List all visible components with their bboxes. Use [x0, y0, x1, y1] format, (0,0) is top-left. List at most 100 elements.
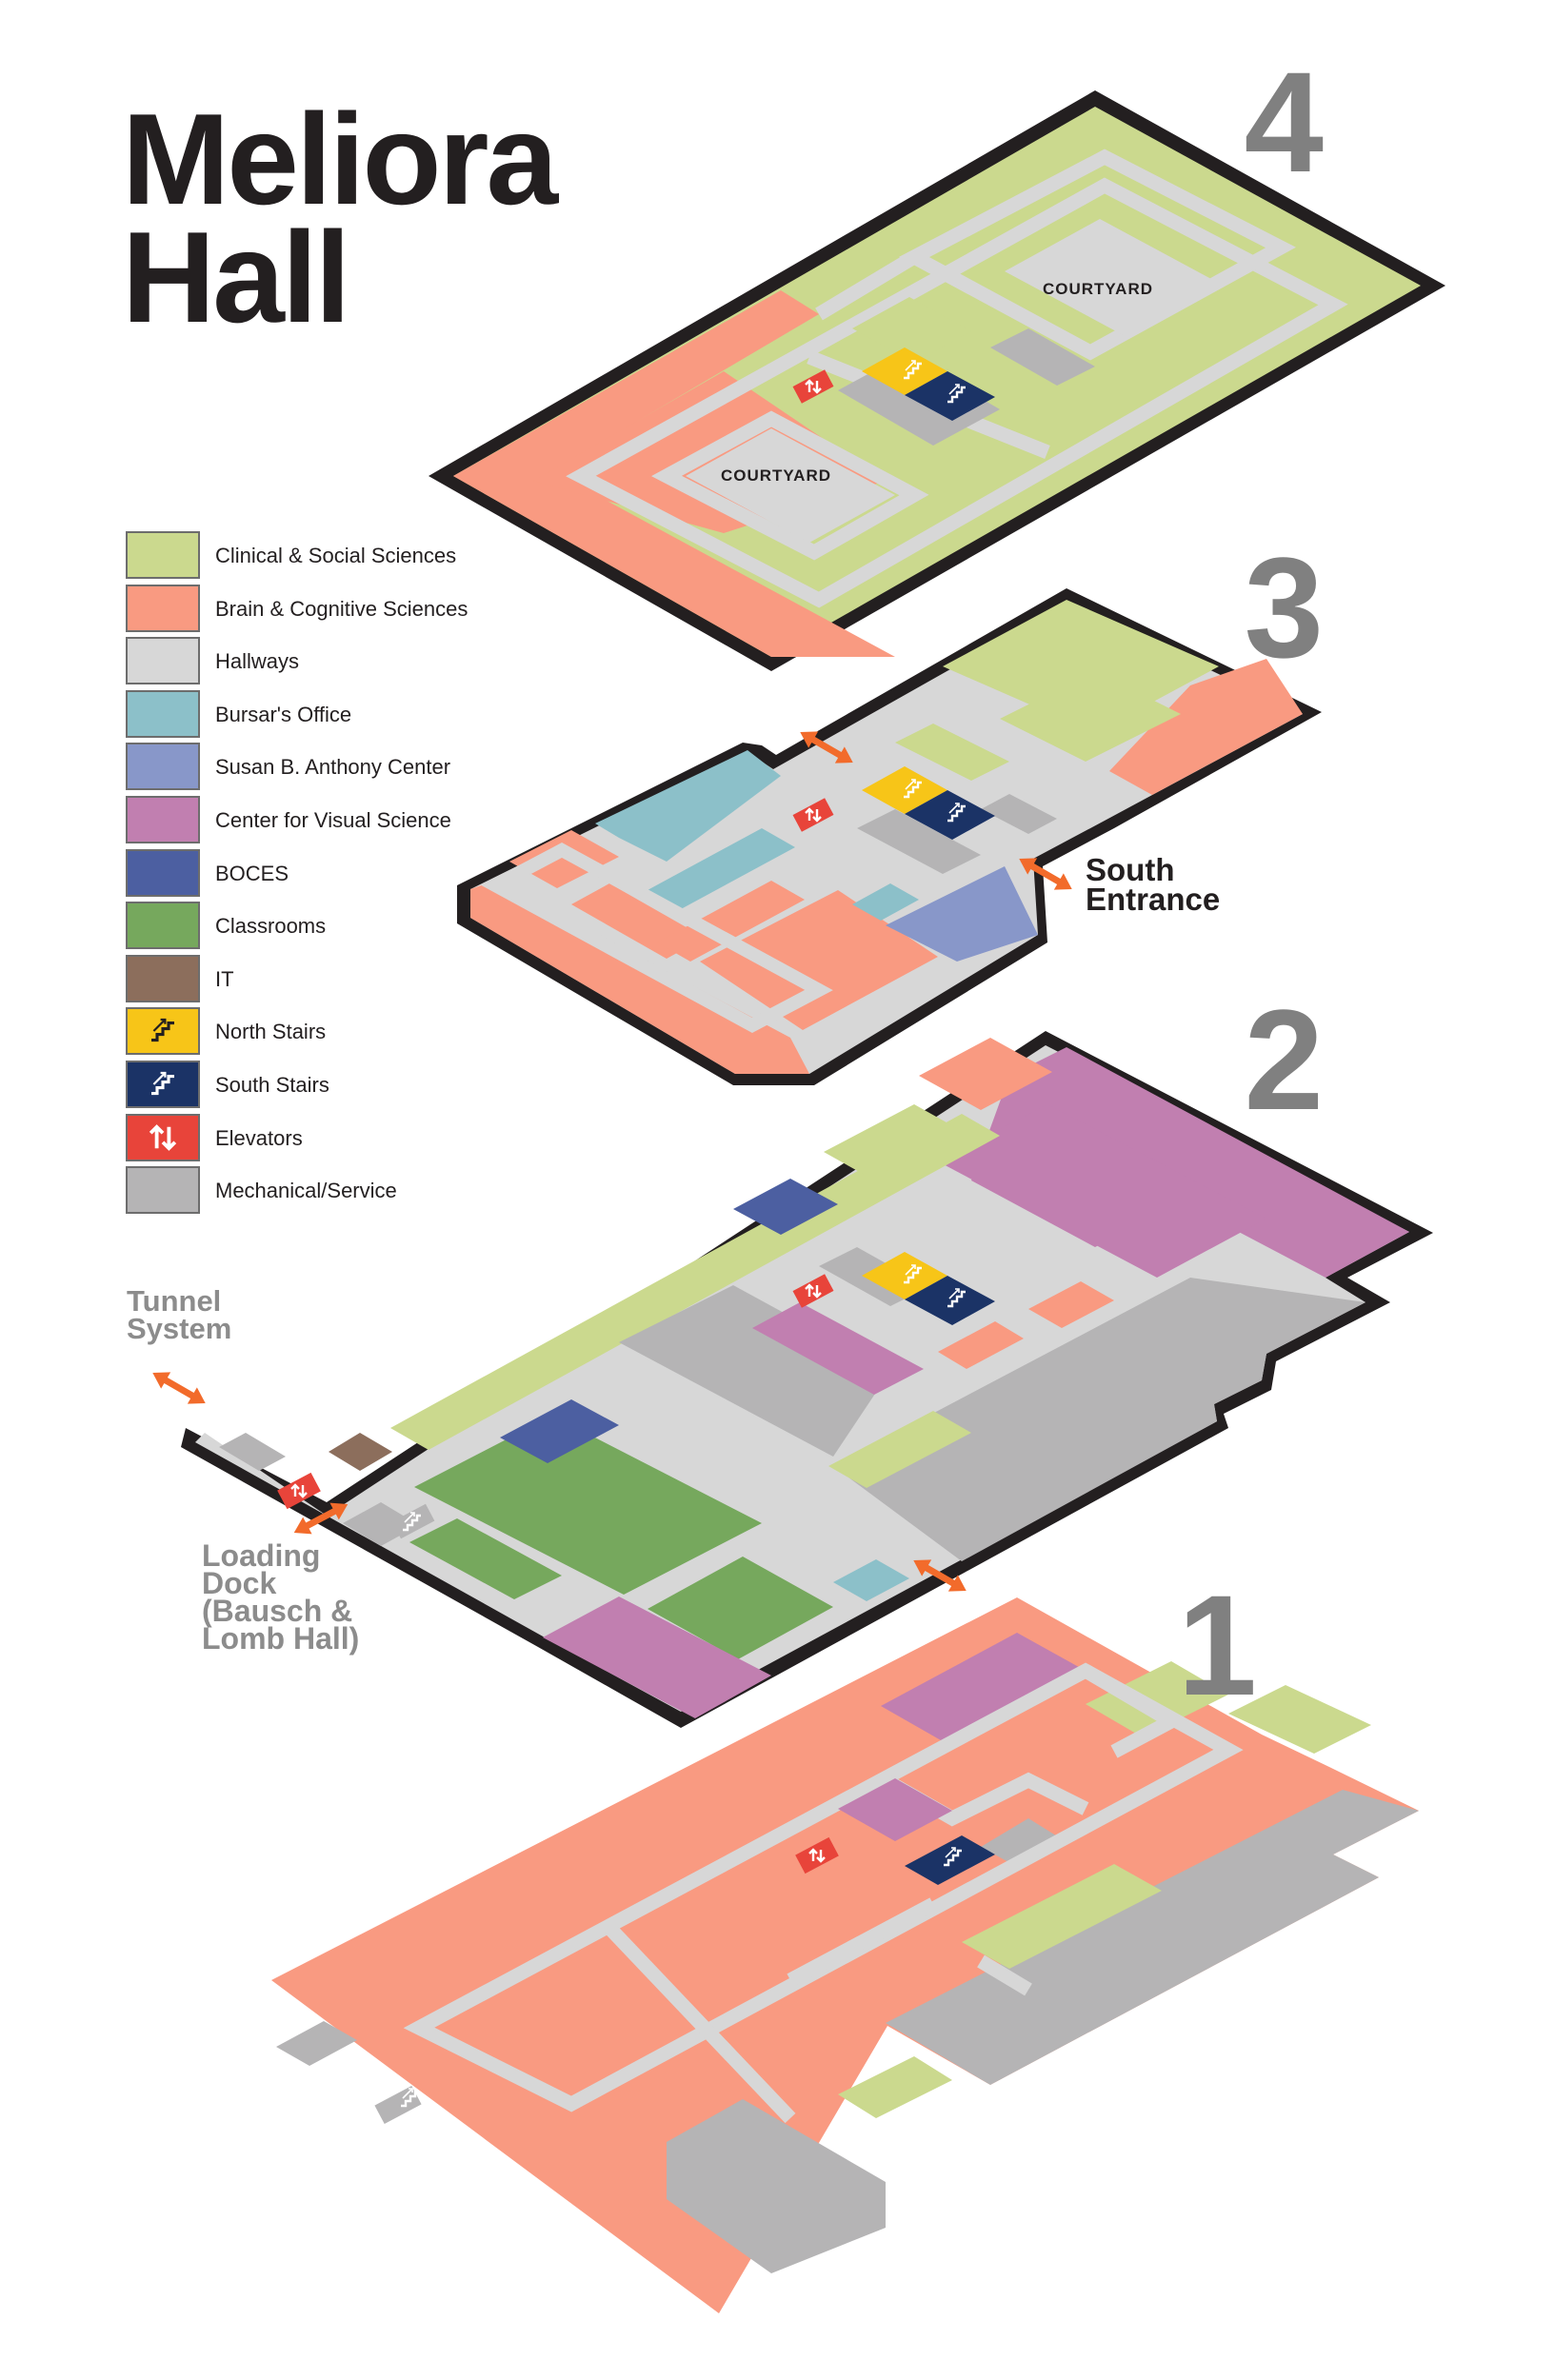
floor-2-number: 2 — [1245, 980, 1324, 1140]
floor-1-clinical-sw — [838, 2056, 952, 2118]
floor-2-cvs-south — [543, 1597, 771, 1718]
loading-dock-label: Loading Dock (Bausch & Lomb Hall) — [202, 1538, 361, 1656]
floor-2-elevator — [792, 1274, 834, 1308]
floor-2-classroom-s — [648, 1557, 833, 1659]
legend-swatch — [126, 848, 200, 897]
south-entrance-line-1: South — [1086, 852, 1174, 887]
legend-label: South Stairs — [215, 1072, 329, 1097]
floor-4-hallways — [566, 149, 1348, 608]
loading-line-3: (Bausch & — [202, 1594, 352, 1628]
legend-label: Brain & Cognitive Sciences — [215, 596, 468, 621]
south-entrance-line-2: Entrance — [1086, 882, 1220, 917]
title-line-2: Hall — [122, 205, 350, 349]
floor-3-bursar-2 — [648, 828, 795, 909]
legend-swatch — [126, 743, 200, 791]
floor-1-mechanical-sw — [667, 2099, 886, 2273]
floor-3-brain-sw — [470, 881, 809, 1074]
floor-3-hall-ring — [481, 843, 833, 1033]
floor-1-clinical-mid — [962, 1864, 1162, 1969]
legend-swatch — [126, 1060, 200, 1108]
floor-1-hallways — [403, 1662, 1244, 2124]
legend-label: Classrooms — [215, 914, 327, 939]
floor-3-brain-main — [700, 890, 938, 1030]
floor-2-it — [329, 1433, 392, 1471]
floor-2-mechanical-w — [219, 1433, 286, 1471]
floor-4-clinical-inner — [852, 297, 971, 363]
legend-swatch — [126, 1113, 200, 1161]
floor-2-brain-mid — [938, 1321, 1024, 1369]
legend-swatch — [126, 954, 200, 1002]
stairs-icon — [150, 1019, 175, 1042]
floor-1-clinical-e2 — [1228, 1685, 1371, 1754]
floor-1-mechanical-w — [276, 2021, 357, 2066]
floor-2-mechanical-east — [833, 1278, 1366, 1561]
tunnel-line-2: System — [127, 1312, 231, 1345]
floor-2-tunnel-elevator — [277, 1472, 321, 1510]
floor-2-brain-e — [1028, 1281, 1114, 1328]
floor-3-brain-ne — [1109, 659, 1303, 795]
floor-3-elevator — [792, 798, 834, 832]
loading-line-4: Lomb Hall) — [202, 1621, 359, 1656]
elevator-arrows-icon — [149, 1123, 177, 1151]
courtyard-label-south: COURTYARD — [721, 466, 831, 485]
tunnel-system-label: Tunnel System — [127, 1284, 231, 1345]
courtyard-south — [686, 428, 895, 543]
legend-label: Hallways — [215, 649, 300, 674]
floor-4: COURTYARD COURTYARD 4 — [429, 42, 1445, 671]
legend-label: Mechanical/Service — [215, 1179, 397, 1203]
floor-3: 3 — [457, 527, 1324, 1085]
floor-2-boces-n — [733, 1179, 838, 1235]
floor-4-brain-west — [453, 290, 895, 657]
legend-label: Center for Visual Science — [215, 807, 451, 832]
floor-2-clinical-nw — [824, 1104, 962, 1179]
floor-3-mech-2 — [981, 794, 1057, 834]
courtyard-north — [1005, 219, 1224, 338]
loading-line-1: Loading — [202, 1538, 320, 1573]
legend-swatch — [126, 689, 200, 738]
floor-2-cvs-core — [938, 1104, 1266, 1278]
legend-swatch — [126, 531, 200, 579]
floor-3-brain-w3 — [509, 830, 619, 888]
floor-3-south-stairs — [905, 790, 995, 840]
floor-2-boces-s — [500, 1399, 619, 1463]
legend-label: Clinical & Social Sciences — [215, 544, 457, 567]
floor-2-brain-ne — [919, 1038, 1052, 1110]
floor-2: 2 — [148, 980, 1433, 1728]
title-line-1: Meliora — [122, 87, 558, 231]
tunnel-arrow-icon — [148, 1364, 209, 1411]
floor-2-clinical-e — [828, 1411, 971, 1488]
map-title: Meliora Hall — [122, 87, 558, 349]
floor-4-mech-2 — [990, 328, 1095, 386]
legend-label: BOCES — [215, 861, 289, 885]
floor-2-clinical-north — [390, 1114, 1000, 1450]
floor-3-clinical-ne — [1000, 671, 1181, 762]
floor-2-mechanical-mid — [619, 1285, 890, 1457]
floor-3-bursar — [595, 750, 781, 862]
floor-1-number: 1 — [1178, 1565, 1257, 1725]
floor-2-cvs-mid — [752, 1302, 924, 1395]
floor-1: 1 — [271, 1565, 1419, 2313]
legend-label: Susan B. Anthony Center — [215, 755, 451, 780]
floor-1-mech-core — [981, 1818, 1067, 1868]
loading-line-2: Dock — [202, 1566, 276, 1600]
floor-1-clinical-e — [1086, 1661, 1228, 1737]
floor-1-elevator — [795, 1836, 839, 1874]
floor-3-bursar-3 — [852, 883, 919, 921]
legend-swatch — [126, 584, 200, 632]
legend-swatch — [126, 1007, 200, 1056]
floor-3-sba — [886, 866, 1038, 962]
legend-label: North Stairs — [215, 1020, 327, 1044]
floor-3-mech-1 — [857, 809, 981, 874]
floor-3-number: 3 — [1245, 527, 1324, 687]
tunnel-line-1: Tunnel — [127, 1284, 221, 1318]
floor-1-cvs — [881, 1633, 1086, 1744]
floor-2-south-stairs — [905, 1276, 995, 1325]
courtyard-label-north: COURTYARD — [1043, 280, 1153, 298]
floor-4-elevator — [792, 369, 834, 404]
stairs-icon — [150, 1071, 175, 1096]
legend-label: Elevators — [215, 1125, 303, 1150]
floor-4-number: 4 — [1245, 42, 1324, 202]
floor-2-classroom-large — [414, 1416, 762, 1595]
floor-4-south-stairs — [905, 371, 995, 421]
